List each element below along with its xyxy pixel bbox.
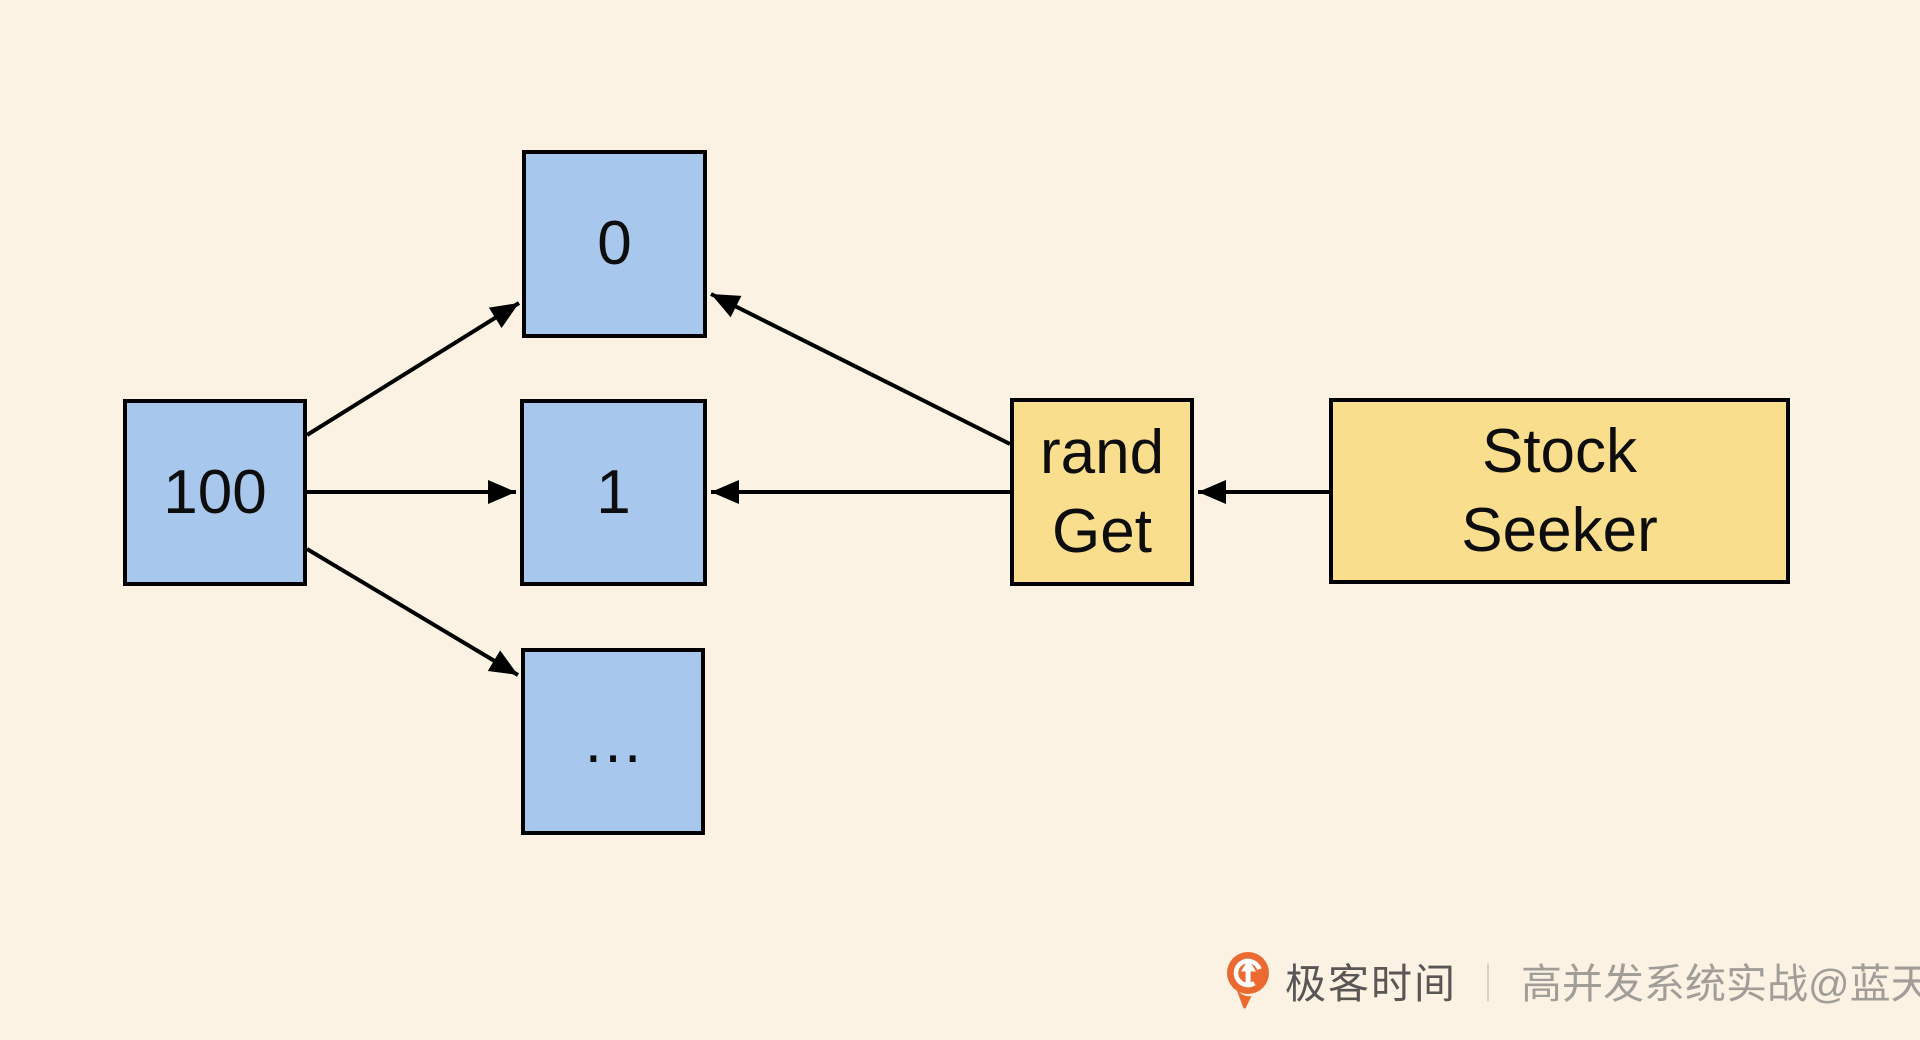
- watermark-divider: ｜: [1469, 963, 1508, 1006]
- arrow-100-to-0: [305, 301, 521, 437]
- watermark: 极客时间 ｜ 高并发系统实战@蓝天: [1225, 948, 1920, 1012]
- node-rand-get: rand Get: [1010, 398, 1194, 586]
- node-rand-get-label-line1: rand: [1039, 417, 1165, 487]
- node-shard-more-label: …: [582, 706, 644, 776]
- node-shard-more: …: [521, 648, 705, 835]
- node-shard-1-label: 1: [596, 457, 631, 527]
- watermark-brand-text: 极客时间: [1285, 961, 1457, 1007]
- node-shard-0: 0: [522, 150, 707, 338]
- node-stock-seeker-label-line1: Stock: [1481, 416, 1638, 486]
- arrow-randget-to-0: [710, 292, 1011, 446]
- geektime-logo-icon: [1227, 952, 1269, 1009]
- node-shard-0-label: 0: [597, 209, 632, 279]
- arrow-100-to-more: [305, 547, 520, 677]
- node-total-stock-100: 100: [123, 399, 307, 586]
- watermark-credit-text: 高并发系统实战@蓝天: [1521, 961, 1920, 1007]
- node-stock-seeker: Stock Seeker: [1329, 398, 1790, 584]
- node-rand-get-label-line2: Get: [1052, 497, 1152, 566]
- node-total-stock-100-label: 100: [163, 457, 267, 527]
- node-stock-seeker-label-line2: Seeker: [1461, 496, 1658, 565]
- node-shard-1: 1: [520, 399, 707, 586]
